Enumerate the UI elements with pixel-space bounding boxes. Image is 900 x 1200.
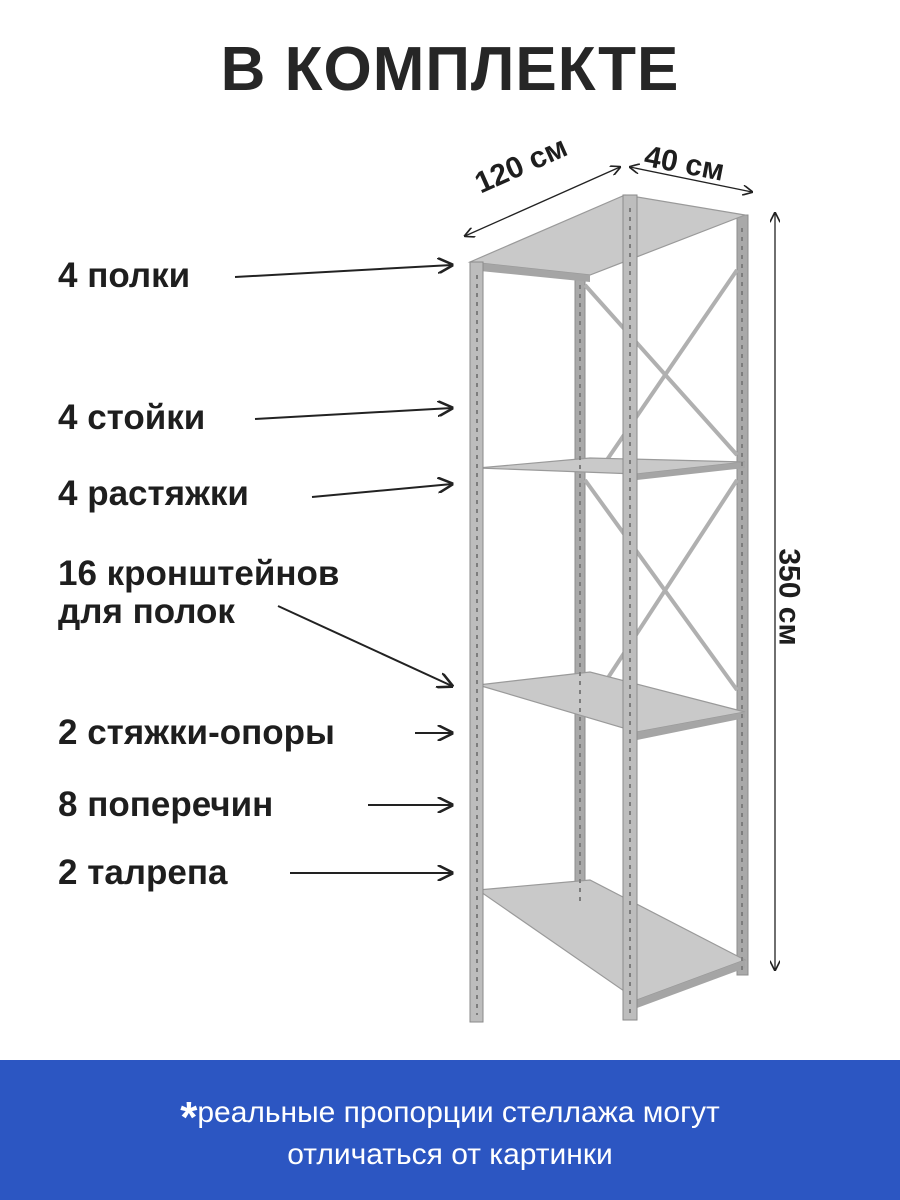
- item-braces: 4 растяжки: [58, 474, 249, 513]
- item-turnbuckles: 2 талрепа: [58, 853, 228, 892]
- disclaimer-line-2: отличаться от картинки: [287, 1138, 613, 1171]
- dimension-height: 350 см: [772, 548, 806, 646]
- asterisk-icon: *: [180, 1093, 198, 1142]
- page-title: В КОМПЛЕКТЕ: [220, 35, 680, 104]
- item-ties: 2 стяжки-опоры: [58, 713, 335, 752]
- item-uprights: 4 стойки: [58, 398, 206, 437]
- item-crossbars: 8 поперечин: [58, 785, 274, 824]
- arrow-icon: [234, 265, 452, 278]
- item-brackets-line2: для полок: [58, 592, 235, 631]
- shelving-illustration: [234, 0, 900, 1023]
- arrow-icon: [311, 484, 452, 498]
- arrow-icon: [277, 605, 452, 686]
- item-shelves: 4 полки: [58, 256, 191, 295]
- disclaimer-banner: *реальные пропорции стеллажа могут отлич…: [0, 1060, 900, 1200]
- arrow-icon: [254, 408, 452, 420]
- callout-arrows: [234, 265, 452, 873]
- disclaimer-text-1: реальные пропорции стеллажа могут: [197, 1096, 720, 1129]
- dimension-lines: [465, 167, 775, 970]
- disclaimer-line-1: *реальные пропорции стеллажа могут: [0, 1092, 900, 1142]
- item-brackets: 16 кронштейнов: [58, 554, 340, 593]
